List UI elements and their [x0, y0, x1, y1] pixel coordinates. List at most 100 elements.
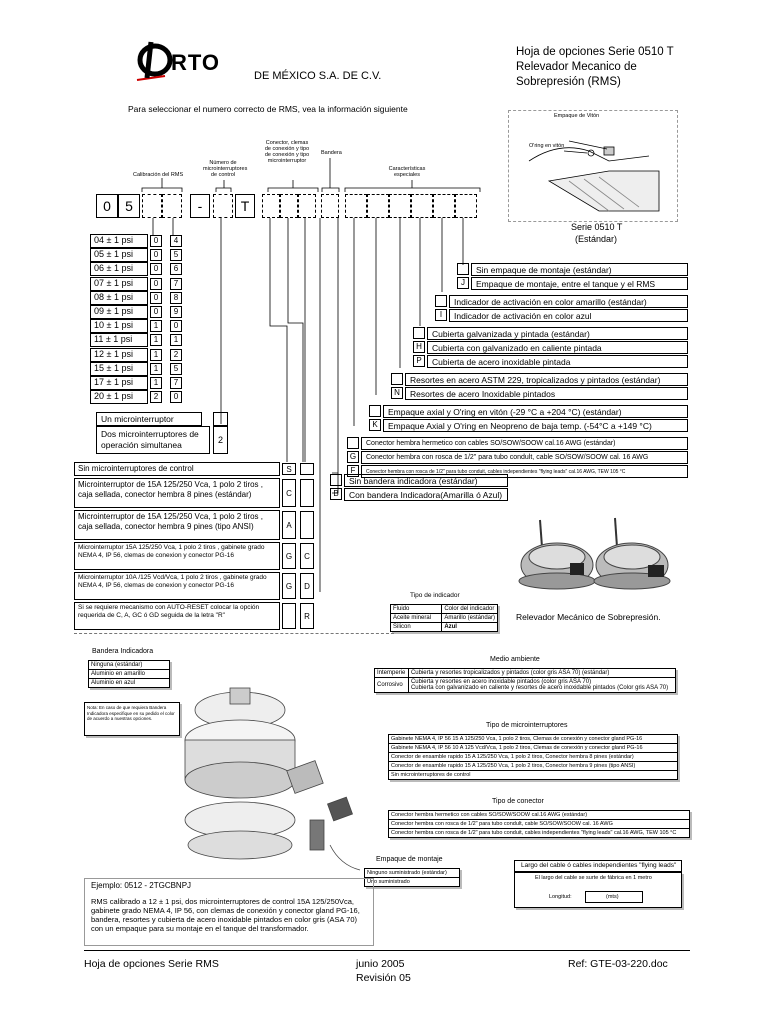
connector-row: Si se requiere mecanismo con AUTO-RESET …	[74, 602, 280, 630]
connector-code-c1: C	[282, 479, 296, 507]
medio-ambiente-title: Medio ambiente	[490, 656, 540, 663]
connector-code-c2	[300, 479, 314, 507]
special-option: Empaque axial y O'ring en vitón (-29 °C …	[383, 405, 688, 418]
label-caracteristicas: Características especiales	[388, 166, 426, 178]
exploded-drawing	[180, 660, 380, 875]
connector-row-text: Microinterruptor de 15A 125/250 Vca, 1 p…	[78, 512, 263, 531]
code-box-8	[280, 194, 298, 218]
calibration-row-box	[90, 262, 148, 277]
connector-code-c2: C	[300, 543, 314, 569]
calibration-digit-d1: 2	[150, 391, 162, 404]
calibration-digit-d1: 0	[150, 263, 162, 276]
largo-cable-panel: Largo del cable ó cables independientes …	[514, 860, 684, 910]
tipo-indicador-header-fluido: Fluido	[389, 604, 443, 614]
micro-count-two: Dos microinterruptores de operación simu…	[96, 426, 210, 454]
code-box-1: 5	[118, 194, 140, 218]
special-option: Conector hembra con rosca de 1/2" para t…	[361, 451, 688, 464]
empaque-table: Ninguno suministrado (estándar) Uno sumi…	[364, 868, 460, 887]
special-code: F	[347, 465, 359, 477]
connector-code-c2: D	[300, 573, 314, 599]
special-code: J	[457, 277, 469, 289]
intro-text: Para seleccionar el numero correcto de R…	[128, 104, 408, 114]
logo: RTO	[135, 38, 245, 88]
calibration-digit-d1: 1	[150, 320, 162, 333]
calibration-digit-d2: 4	[170, 235, 182, 247]
device-photo-drawing	[518, 517, 671, 590]
special-option: Resortes en acero ASTM 229, tropicalizad…	[405, 373, 688, 386]
tipo-indicador-color-2: Azul	[441, 622, 498, 632]
special-option: Indicador de activación en color amarill…	[449, 295, 688, 308]
micro-count-two-code: 2	[213, 426, 228, 454]
special-option: Cubierta de acero inoxidable pintada	[427, 355, 688, 368]
special-option: Conector hembra con rosca de 1/2" para t…	[361, 465, 688, 478]
tipo-indicador-header-color: Color del indicador	[441, 604, 498, 614]
calibration-digit-d2: 5	[170, 362, 182, 375]
connector-code-c1: A	[282, 511, 296, 539]
calibration-digit-d2: 2	[170, 348, 182, 361]
connector-code-c1	[282, 603, 296, 629]
bandera-code: B	[330, 488, 342, 500]
tipo-indicador-color-1: Amarillo (estándar)	[441, 613, 498, 623]
connector-row-text: Si se requiere mecanismo con AUTO-RESET …	[78, 604, 260, 619]
micro-count-one-code	[213, 412, 228, 426]
calibration-digit-d2: 5	[170, 249, 182, 262]
calibration-label: 20 ± 1 psi	[94, 391, 133, 402]
bandera-option: Con bandera Indicadora(Amarilla ó Azul)	[344, 488, 508, 501]
connector-code-c2	[300, 511, 314, 539]
empaque-ninguno: Ninguno suministrado (estándar)	[364, 868, 460, 878]
largo-cable-title: Largo del cable ó cables independientes …	[521, 862, 677, 869]
longitud-input[interactable]: (mts)	[585, 891, 643, 903]
micro-count-two-code-value: 2	[217, 435, 223, 445]
calibration-label: 15 ± 1 psi	[94, 362, 133, 373]
special-code	[413, 327, 425, 339]
calibration-digit-d2: 1	[170, 334, 182, 347]
tipo-conector-panel: Tipo de conector Conector hembra hermeti…	[388, 798, 692, 850]
calibration-digit-d1: 1	[150, 362, 162, 375]
micro-count-one: Un microinterruptor	[96, 412, 202, 426]
calibration-label: 10 ± 1 psi	[94, 320, 133, 331]
bandera-azul: Aluminio en azul	[88, 678, 170, 688]
bandera-note: Nota: En caso de que requiera Bandera In…	[84, 702, 180, 736]
tipo-micro-panel: Tipo de microinterruptores Gabinete NEMA…	[388, 722, 680, 794]
title-line2: Relevador Mecanico de	[516, 61, 637, 73]
code-box-16	[455, 194, 477, 218]
code-box-13	[389, 194, 411, 218]
medio-intemperie-desc: Cubierta y resortes tropicalizados y pin…	[407, 668, 677, 678]
largo-cable-line1: El largo del cable se surte de fábrica e…	[535, 875, 652, 881]
special-option: Indicador de activación en color azul	[449, 309, 688, 322]
calibration-digit-d1: 0	[150, 291, 162, 304]
bandera-panel-table: Ninguna (estándar) Aluminio en amarillo …	[88, 660, 170, 688]
calibration-digit-d2: 6	[170, 263, 182, 276]
orto-logo-mark	[136, 41, 173, 81]
calibration-row-box	[90, 305, 148, 319]
micro-count-one-label: Un microinterruptor	[101, 414, 174, 424]
code-box-14	[411, 194, 433, 218]
section-diagram: Empaque de Vitón O'ring en vitón	[508, 110, 678, 222]
photo-caption: Relevador Mecánico de Sobrepresión.	[516, 612, 661, 622]
special-option: Empaque de montaje, entre el tanque y el…	[471, 277, 688, 290]
calibration-row-box	[90, 347, 148, 362]
calibration-label: 11 ± 1 psi	[94, 334, 133, 345]
tipo-conector-row-3: Conector hembra con rosca de 1/2" para t…	[388, 828, 690, 838]
calibration-digit-d1: 1	[150, 334, 162, 347]
bandera-option: Sin bandera indicadora (estándar)	[344, 474, 508, 487]
ejemplo-body: RMS calibrado a 12 ± 1 psi, dos microint…	[91, 897, 360, 933]
connector-row-text: Microinterruptor 10A /125 Vcd/Vca, 1 pol…	[78, 574, 267, 589]
largo-cable-longitud: Longitud:	[549, 894, 572, 900]
label-oring-viton: O'ring en vitón	[529, 143, 565, 149]
title-line3: Sobrepresión (RMS)	[516, 76, 621, 88]
calibration-label: 05 ± 1 psi	[94, 249, 133, 260]
tipo-indicador-fluid-2: Silicon	[389, 622, 443, 632]
medio-intemperie: Intemperie	[374, 668, 409, 678]
special-code	[347, 437, 359, 449]
bandera-code	[330, 474, 342, 486]
calibration-label: 09 ± 1 psi	[94, 306, 133, 316]
connector-row-text: Sin microinterruptores de control	[78, 464, 194, 473]
special-code: P	[413, 355, 425, 367]
special-option: Cubierta galvanizada y pintada (estándar…	[427, 327, 688, 340]
calibration-digit-d2: 0	[170, 391, 182, 404]
